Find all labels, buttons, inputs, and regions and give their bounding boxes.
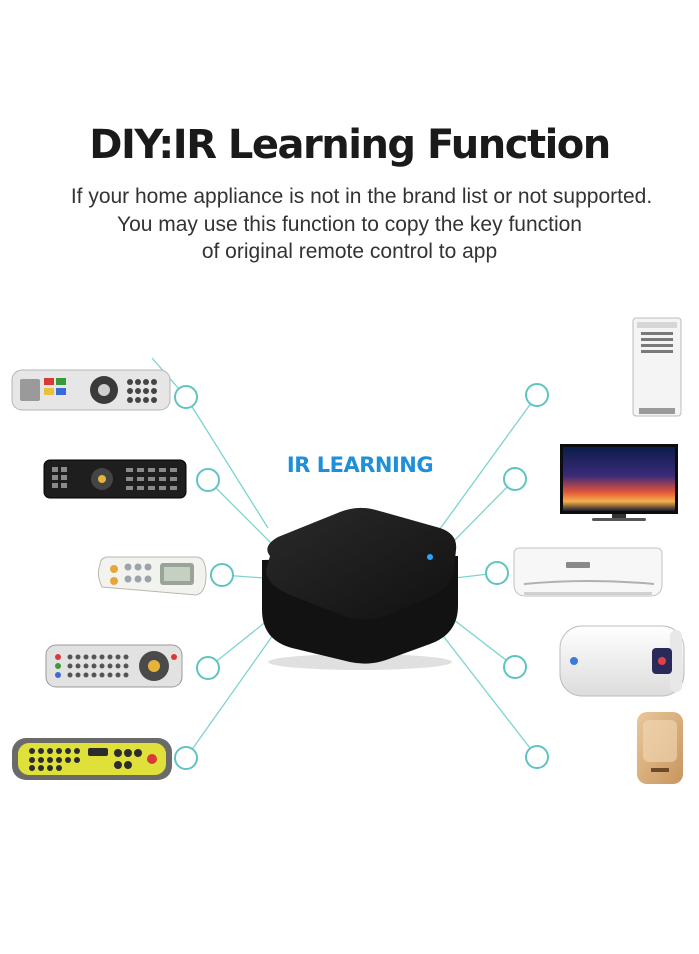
- yellow-remote-icon: [12, 738, 172, 780]
- node-ring: [210, 563, 234, 587]
- connector-line: [185, 396, 269, 529]
- ir-learning-label: IR LEARNING: [286, 453, 434, 477]
- split-air-conditioner-icon: [513, 547, 663, 597]
- node-ring: [525, 745, 549, 769]
- status-led: [427, 554, 433, 560]
- connector-line: [436, 394, 538, 534]
- water-heater-icon: [559, 625, 685, 697]
- node-ring: [503, 655, 527, 679]
- node-ring: [525, 383, 549, 407]
- television-icon: [560, 444, 678, 521]
- connector-line: [207, 479, 279, 551]
- portable-ac-icon: [632, 317, 682, 417]
- connector-line: [436, 627, 538, 758]
- node-ring: [196, 656, 220, 680]
- connector-nodes: [174, 383, 549, 770]
- tv-remote-black-icon: [43, 459, 187, 499]
- node-ring: [485, 561, 509, 585]
- node-ring: [196, 468, 220, 492]
- ac-remote-white-icon: [97, 556, 207, 596]
- node-ring: [503, 467, 527, 491]
- description-line-1: If your home appliance is not in the bra…: [70, 185, 653, 208]
- tv-remote-silver-icon: [11, 369, 171, 411]
- description-line-2: You may use this function to copy the ke…: [116, 213, 582, 236]
- page-title: DIY:IR Learning Function: [89, 122, 611, 168]
- node-ring: [174, 746, 198, 770]
- space-heater-icon: [637, 712, 683, 784]
- connector-line: [444, 612, 516, 668]
- universal-remote-icon: [45, 644, 183, 688]
- description-line-3: of original remote control to app: [201, 240, 498, 263]
- connector-line: [446, 478, 516, 549]
- ir-hub-device-icon: [262, 507, 458, 670]
- node-ring: [174, 385, 198, 409]
- connector-line: [185, 627, 279, 759]
